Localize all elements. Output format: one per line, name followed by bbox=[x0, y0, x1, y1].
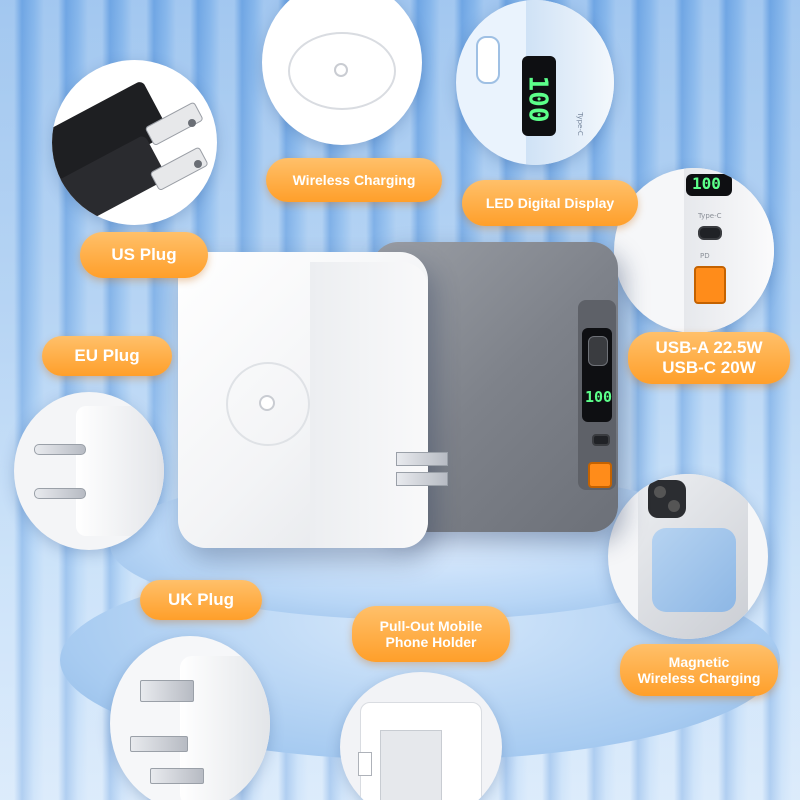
led-screen bbox=[522, 56, 556, 136]
eu-plug-label: EU Plug bbox=[42, 336, 172, 376]
grey-usb-c-port bbox=[592, 434, 610, 446]
led-display-label: LED Digital Display bbox=[462, 180, 638, 226]
pullout-holder-photo bbox=[340, 672, 502, 800]
led-screen bbox=[686, 174, 732, 196]
grey-charger-button bbox=[588, 336, 608, 366]
white-charger-side bbox=[310, 262, 428, 548]
uk-plug-pin-right bbox=[150, 768, 204, 784]
eu-plug-pin-bottom bbox=[34, 488, 86, 499]
holder-arm bbox=[380, 730, 442, 800]
uk-plug-pin-top bbox=[140, 680, 194, 702]
uk-plug-pin-left bbox=[130, 736, 188, 752]
us-plug-illustration bbox=[52, 82, 208, 225]
magnetic-wireless-line1: Magnetic bbox=[668, 653, 730, 670]
us-plug-photo bbox=[52, 60, 217, 225]
phone-camera-icon bbox=[648, 480, 686, 518]
ports-photo: 100 Type-C PD bbox=[614, 168, 774, 333]
usb-port-label: USB-A 22.5W USB-C 20W bbox=[628, 332, 790, 384]
white-charger-qi-ring bbox=[226, 362, 310, 446]
wireless-charging-photo bbox=[262, 0, 422, 145]
white-charger-plug-pin bbox=[396, 472, 448, 486]
us-plug-label: US Plug bbox=[80, 232, 208, 278]
wireless-charging-label: Wireless Charging bbox=[266, 158, 442, 202]
pullout-holder-line2: Phone Holder bbox=[385, 634, 477, 650]
grey-charger-digits: 100 bbox=[585, 388, 613, 406]
magnetic-wireless-photo bbox=[608, 474, 768, 639]
uk-plug-photo bbox=[110, 636, 270, 800]
usb-a-port bbox=[694, 266, 726, 304]
usb-c-port bbox=[698, 226, 722, 240]
wireless-pad-logo-icon bbox=[334, 63, 348, 77]
magnetic-wireless-line2: Wireless Charging bbox=[637, 670, 761, 686]
led-digits: 100 bbox=[692, 174, 721, 193]
wireless-pad-ring bbox=[288, 32, 396, 110]
type-c-port-label: Type-C bbox=[575, 112, 584, 136]
uk-plug-label: UK Plug bbox=[140, 580, 262, 620]
pd-port-label: PD bbox=[700, 252, 710, 260]
type-c-port-label: Type-C bbox=[698, 212, 722, 220]
led-digits: 100 bbox=[522, 75, 553, 123]
pullout-holder-line1: Pull-Out Mobile bbox=[379, 617, 483, 634]
white-charger-logo-icon bbox=[259, 395, 275, 411]
white-charger-plug-pin bbox=[396, 452, 448, 466]
holder-slot bbox=[358, 752, 372, 776]
eu-plug-pin-top bbox=[34, 444, 86, 455]
usb-c-label: USB-C 20W bbox=[662, 358, 756, 377]
magnetic-wireless-label: Magnetic Wireless Charging bbox=[620, 644, 778, 696]
grey-usb-a-port bbox=[588, 462, 612, 488]
usb-a-label: USB-A 22.5W bbox=[655, 338, 763, 358]
led-display-photo: 100 Type-C bbox=[456, 0, 614, 165]
eu-plug-body bbox=[76, 406, 164, 536]
power-button bbox=[476, 36, 500, 84]
magnetic-power-bank bbox=[652, 528, 736, 612]
pullout-holder-label: Pull-Out Mobile Phone Holder bbox=[352, 606, 510, 662]
eu-plug-photo bbox=[14, 392, 164, 550]
